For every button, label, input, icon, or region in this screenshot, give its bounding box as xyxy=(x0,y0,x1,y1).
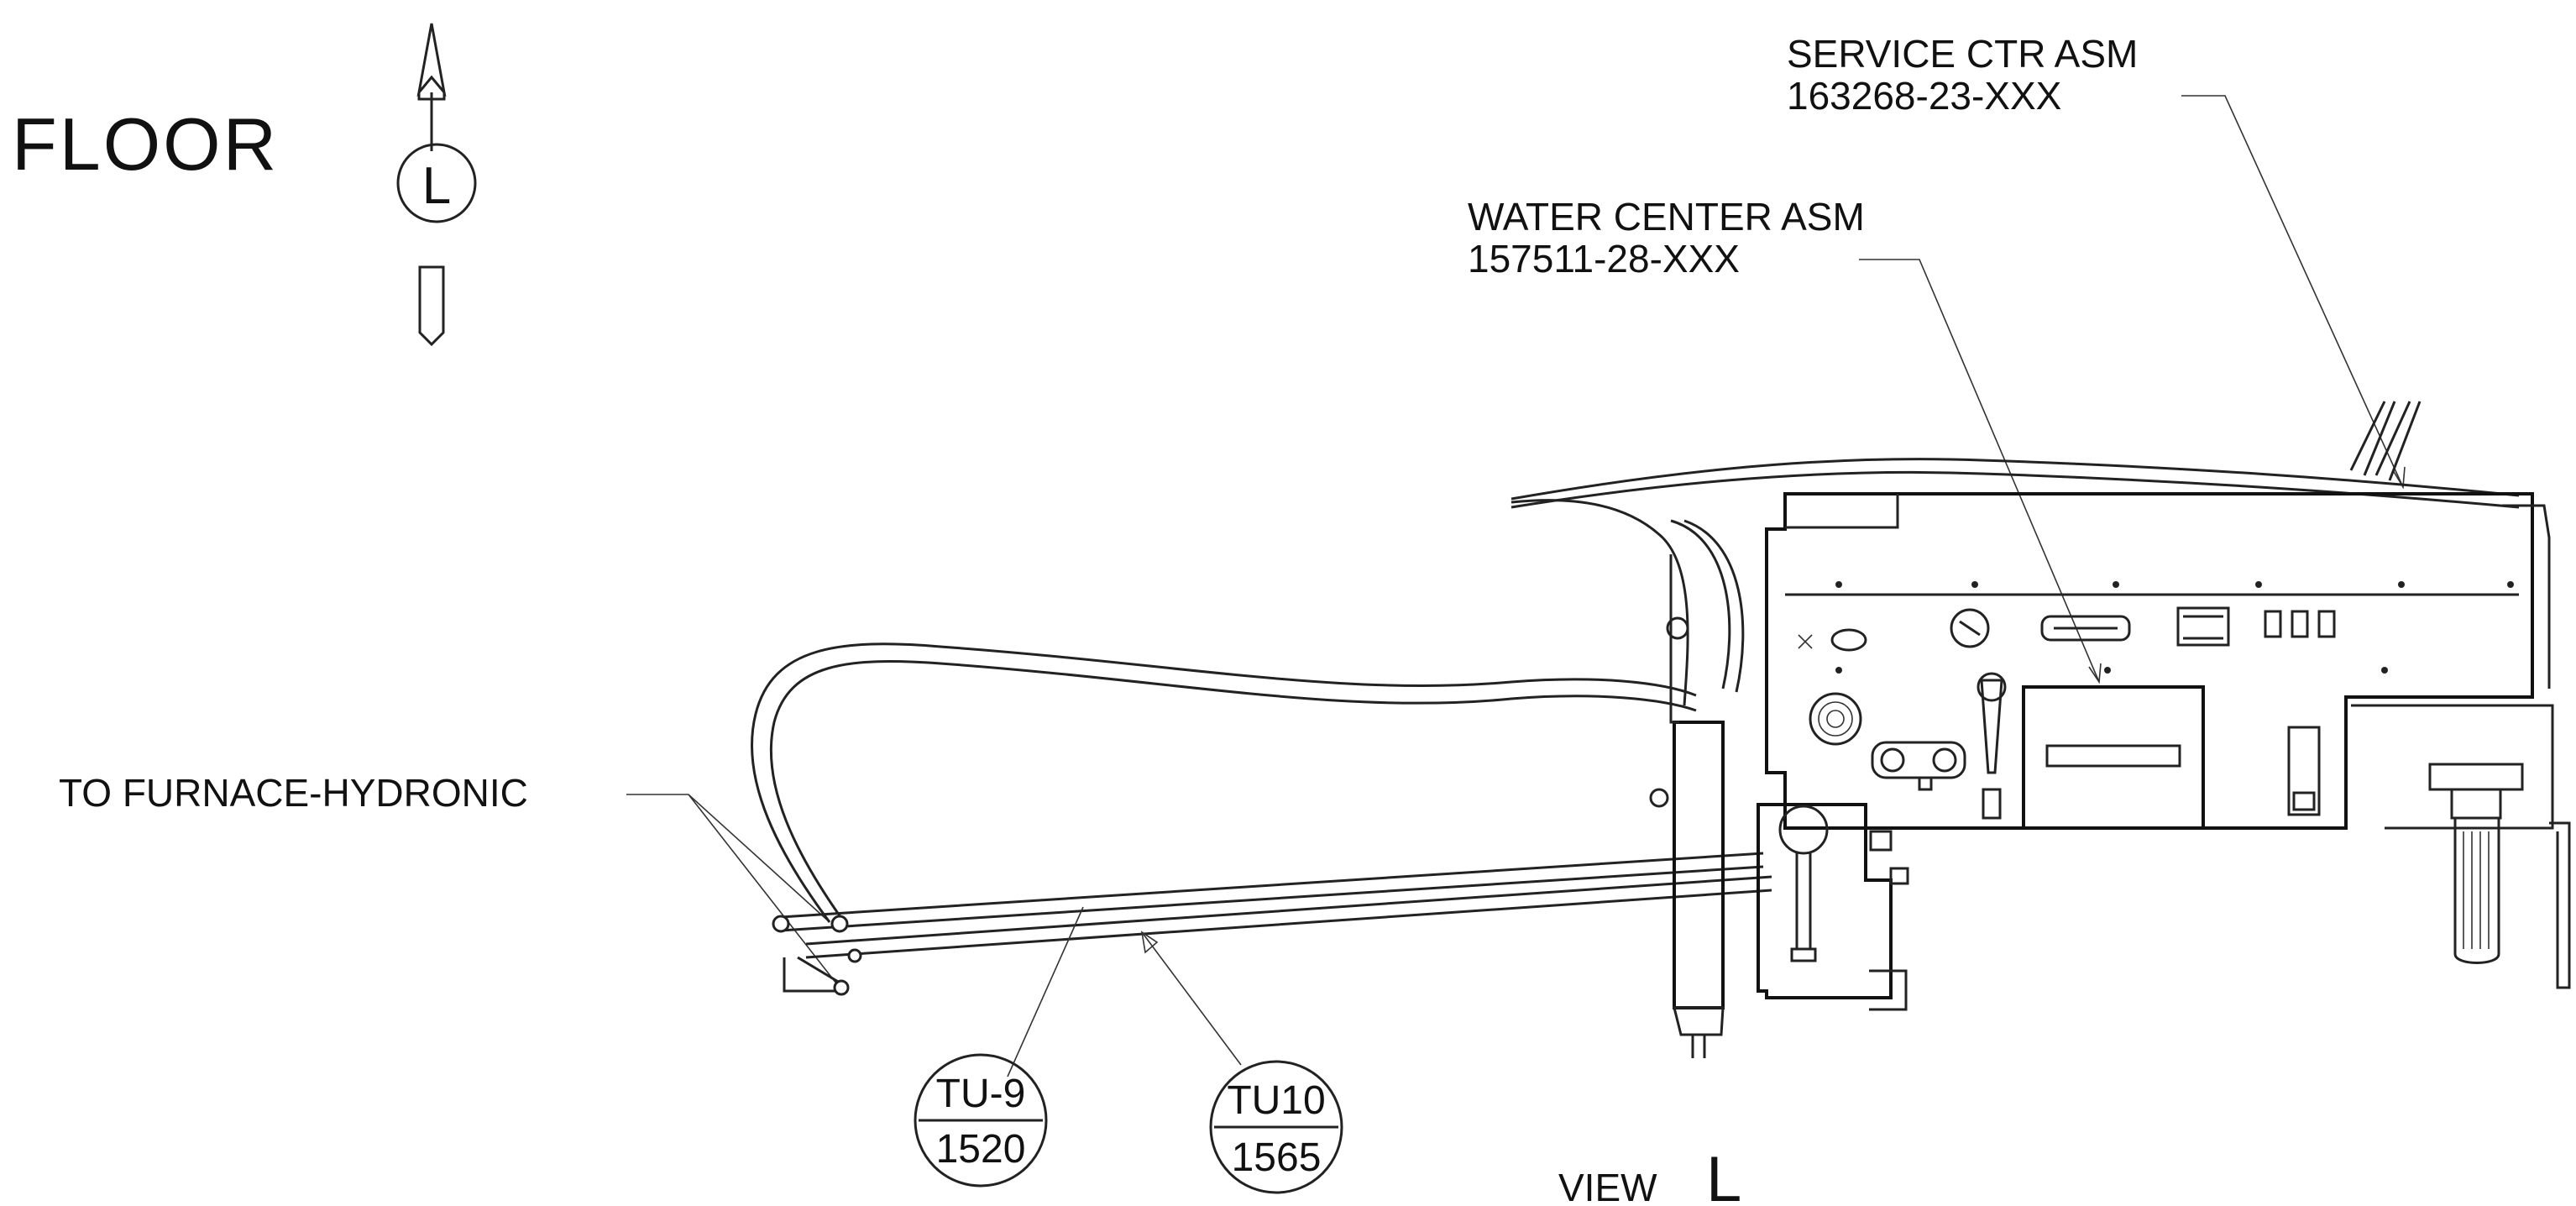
floor-label: FLOOR xyxy=(12,102,279,186)
view-title: VIEW L xyxy=(1558,1144,1741,1206)
service-center-title: SERVICE CTR ASM xyxy=(1787,32,2138,76)
tube-callout-circle xyxy=(914,1053,1048,1188)
hydronic-components xyxy=(1649,554,1909,1058)
service-center-part-number: 163268-23-XXX xyxy=(1787,74,2061,118)
water-center-title: WATER CENTER ASM xyxy=(1468,195,1865,239)
floor-orientation-indicator: FLOOR L xyxy=(12,23,477,347)
view-marker-letter: L xyxy=(422,157,451,215)
water-center-leader-line xyxy=(1859,259,2100,683)
service-center-leader-line xyxy=(2181,95,2404,488)
water-filter xyxy=(2428,763,2524,791)
tube-callout-tu10: TU10 1565 xyxy=(1140,931,1343,1194)
furnace-leader-line xyxy=(626,794,840,988)
service-center-callout: SERVICE CTR ASM 163268-23-XXX xyxy=(1787,32,2406,490)
tube-id: TU-9 xyxy=(936,1072,1026,1116)
service-center-assembly xyxy=(1765,492,2571,989)
tube-callout-circle xyxy=(1209,1060,1343,1194)
tube-length: 1520 xyxy=(936,1127,1026,1172)
water-center-part-number: 157511-28-XXX xyxy=(1468,237,1740,281)
view-title-prefix: VIEW xyxy=(1558,1166,1657,1206)
water-center-panel xyxy=(2022,685,2205,830)
furnace-callout: TO FURNACE-HYDRONIC xyxy=(59,771,840,988)
water-center-callout: WATER CENTER ASM 157511-28-XXX xyxy=(1468,195,2102,684)
floor-arrow-icon xyxy=(416,23,447,151)
view-marker-circle xyxy=(396,143,477,223)
tube-length: 1565 xyxy=(1232,1135,1322,1180)
tube-id: TU10 xyxy=(1227,1078,1325,1123)
view-title-letter: L xyxy=(1706,1144,1741,1206)
tube-callout-tu9: TU-9 1520 xyxy=(914,906,1084,1188)
hose-routing xyxy=(751,401,2520,996)
furnace-label: TO FURNACE-HYDRONIC xyxy=(59,771,528,815)
